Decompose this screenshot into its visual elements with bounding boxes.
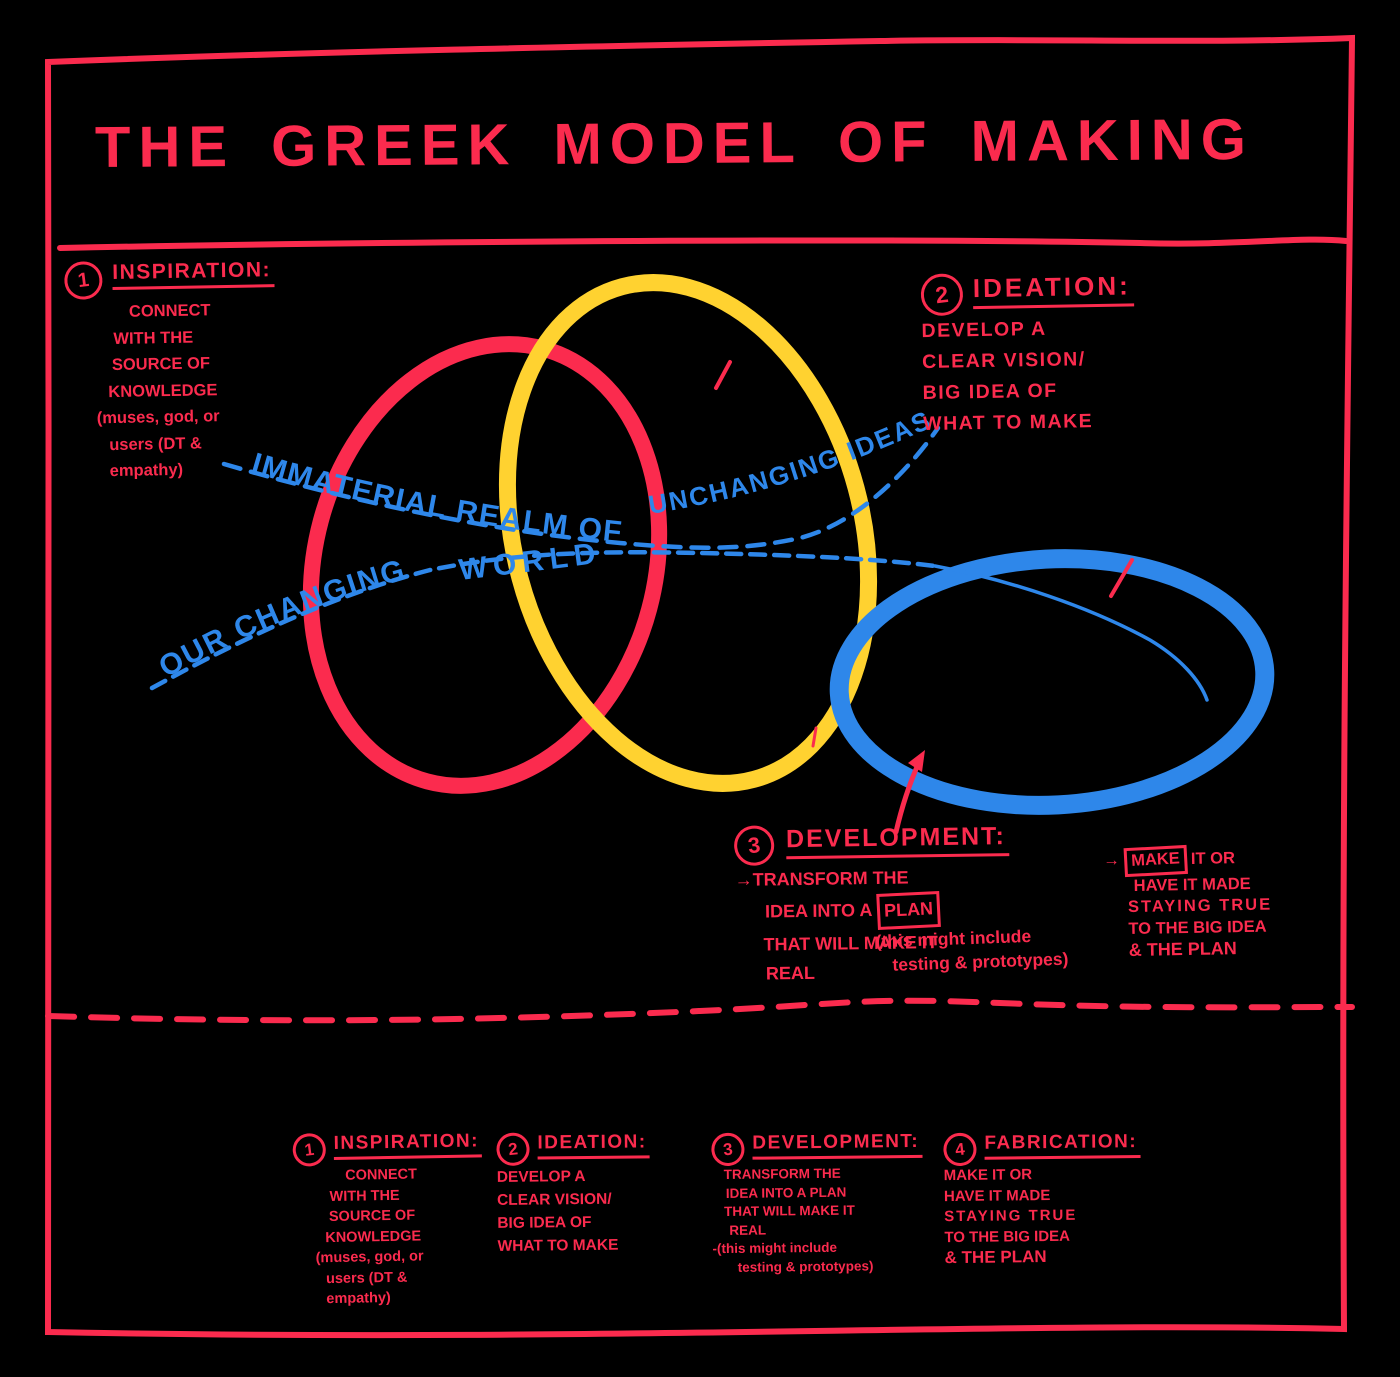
summary-line: KNOWLEDGE [325,1227,422,1246]
unchanging-ideas-label: UNCHANGING IDEAS [646,404,936,520]
development-line: IDEA INTO A PLAN [764,890,1010,931]
fabrication-note-line: HAVE IT MADE [1133,874,1251,895]
summary-line: SOURCE OF [328,1207,416,1226]
summary-fabrication-heading: FABRICATION: [984,1131,1141,1160]
summary-ideation-heading: IDEATION: [537,1131,650,1160]
step-number-badge: 4 [941,1131,979,1168]
summary-line: testing & prototypes) [737,1257,874,1275]
ideation-line: CLEAR VISION/ [921,348,1086,374]
fabrication-note-text: IT OR [1190,849,1236,868]
summary-line: MAKE IT OR [943,1166,1033,1185]
summary-line: -(this might include [712,1239,838,1257]
step-number-badge: 1 [62,259,105,302]
development-note: (this might include testing & prototypes… [875,923,1069,978]
step-number-badge: 3 [731,823,777,868]
our-changing-label: OUR CHANGING [154,553,410,684]
inspiration-line: CONNECT [128,301,211,321]
summary-inspiration-heading: INSPIRATION: [333,1130,483,1160]
page-title: THE GREEK MODEL OF MAKING [94,106,1255,181]
summary-line: CLEAR VISION/ [496,1190,612,1209]
world-line-tail-into-circle [933,564,1209,702]
summary-line: WITH THE [329,1187,400,1205]
ideation-line: WHAT TO MAKE [922,410,1094,436]
summary-line: REAL [729,1222,767,1238]
world-label: WORLD [457,537,603,587]
step-number-badge: 3 [709,1131,747,1168]
development-line: →TRANSFORM THE [734,867,909,890]
step-number-badge: 1 [290,1131,328,1169]
summary-line: HAVE IT MADE [943,1186,1051,1205]
inspiration-line: WITH THE [113,328,194,348]
fabrication-note-line: STAYING TRUE [1127,895,1273,917]
plan-boxed-word: PLAN [875,890,941,931]
pen-tick-marks [714,360,1134,748]
inspiration-heading: INSPIRATION: [112,258,275,291]
summary-line: & THE PLAN [944,1247,1047,1268]
inspiration-line: SOURCE OF [111,354,211,375]
step-number-badge: 2 [918,271,966,319]
immaterial-realm-label: IMMATERIAL REALM OF [248,447,624,549]
make-boxed-word: MAKE [1123,844,1188,877]
inspiration-line: users (DT & [109,433,203,454]
summary-line: (muses, god, or [315,1248,424,1267]
summary-line: TRANSFORM THE [723,1165,841,1182]
ideation-line: BIG IDEA OF [922,379,1058,405]
ideation-circle [498,274,878,792]
development-line-text: IDEA INTO A [764,900,872,922]
summary-development-heading: DEVELOPMENT: [752,1130,923,1160]
development-arrow [893,750,925,835]
canvas-border [44,34,1356,1339]
summary-divider-dashed-line [45,997,1355,1024]
inspiration-line: (muses, god, or [96,407,220,428]
fabrication-note-line: TO THE BIG IDEA [1128,917,1267,938]
inspiration-line: empathy) [109,460,184,481]
fabrication-note-line: →MAKE IT OR [1103,844,1272,877]
summary-line: empathy) [326,1289,391,1308]
step-number-badge: 2 [494,1130,532,1168]
summary-line: THAT WILL MAKE IT [723,1202,855,1219]
immaterial-realm-dashed-line [221,425,941,550]
changing-world-dashed-line [149,550,938,691]
development-circle [829,549,1275,815]
summary-line: CONNECT [345,1166,418,1184]
development-heading: DEVELOPMENT: [785,822,1010,860]
fabrication-note-line: & THE PLAN [1128,938,1237,961]
ideation-line: DEVELOP A [921,317,1047,343]
summary-line: IDEA INTO A PLAN [725,1184,847,1201]
fabrication-note: →MAKE IT OR HAVE IT MADE STAYING TRUE TO… [1103,844,1273,962]
summary-line: DEVELOP A [496,1168,586,1186]
title-divider-line [57,236,1349,251]
inspiration-line: KNOWLEDGE [108,380,218,401]
summary-line: TO THE BIG IDEA [944,1227,1071,1246]
summary-line: WHAT TO MAKE [497,1236,619,1255]
arrow-icon: → [1103,851,1120,870]
summary-line: BIG IDEA OF [497,1213,592,1232]
ideation-heading: IDEATION: [972,270,1135,310]
summary-line: STAYING TRUE [944,1206,1078,1226]
summary-line: users (DT & [325,1269,408,1287]
